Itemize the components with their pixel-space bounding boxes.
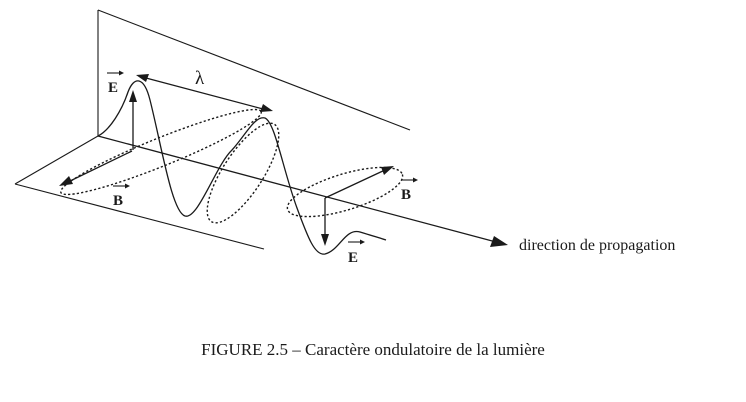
magnetic-vector-right xyxy=(324,166,394,199)
magnetic-field-plane xyxy=(14,135,265,250)
electric-field-wave xyxy=(97,80,387,255)
label-vector-marks xyxy=(107,70,418,245)
label-e-top: E xyxy=(108,80,118,96)
magnetic-vector-left xyxy=(59,150,133,186)
propagation-axis xyxy=(97,135,508,247)
label-direction: direction de propagation xyxy=(519,237,675,254)
wavelength-arrow xyxy=(136,74,273,112)
electric-vector-bottom xyxy=(321,198,329,246)
magnetic-field-loop-middle xyxy=(206,122,280,224)
label-b-left: B xyxy=(113,193,123,209)
magnetic-field-loop-right xyxy=(286,166,404,218)
electric-field-plane xyxy=(97,9,411,136)
electric-vector-top xyxy=(129,90,137,150)
magnetic-field-loop-left xyxy=(60,108,262,196)
figure-caption: FIGURE 2.5 – Caractère ondulatoire de la… xyxy=(201,340,545,359)
label-b-right: B xyxy=(401,187,411,203)
label-e-bottom: E xyxy=(348,250,358,266)
label-wavelength: λ xyxy=(195,68,205,89)
